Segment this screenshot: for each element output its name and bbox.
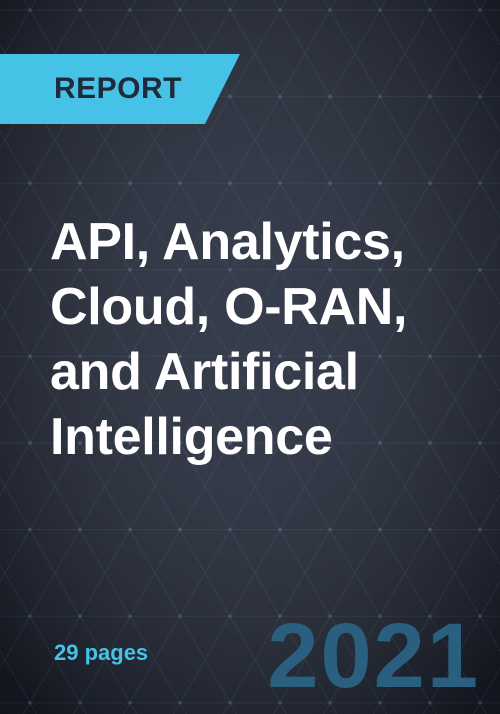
report-badge: REPORT [0,54,240,124]
title-line: Intelligence [50,408,333,466]
badge-shape [0,54,240,124]
report-title: API, Analytics, Cloud, O-RAN, and Artifi… [50,210,490,470]
title-line: and Artificial [50,343,359,401]
title-line: Cloud, O-RAN, [50,278,408,336]
publication-year: 2021 [267,605,480,707]
title-line: API, Analytics, [50,213,405,271]
badge-label: REPORT [54,72,183,105]
page-count: 29 pages [54,640,149,665]
